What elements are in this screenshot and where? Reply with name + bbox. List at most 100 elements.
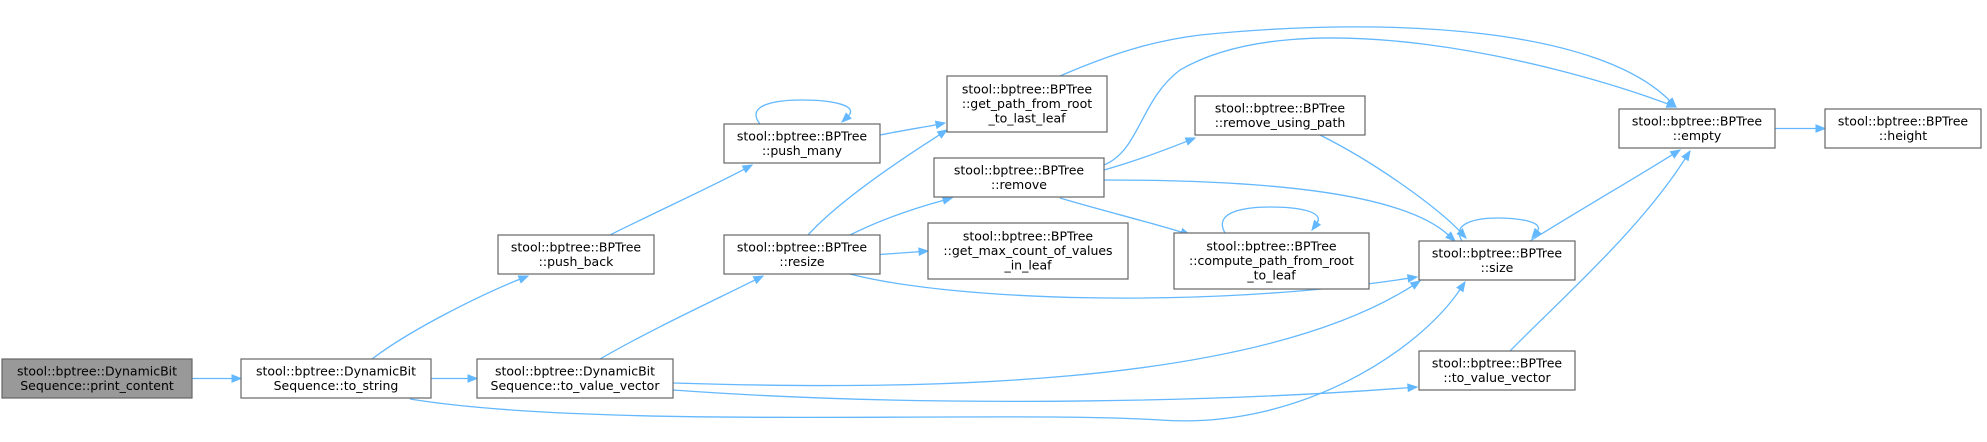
arrow-head-icon xyxy=(231,374,243,383)
node-box xyxy=(1418,240,1576,281)
arrow-head-icon xyxy=(467,374,479,383)
arrow-head-icon xyxy=(941,196,954,205)
node-box xyxy=(1,358,193,399)
node-box xyxy=(1618,108,1776,149)
node-label-line: stool::bptree::BPTree xyxy=(1432,355,1563,370)
node-push-many[interactable]: stool::bptree::BPTree::push_many xyxy=(723,123,881,164)
node-box xyxy=(497,234,655,275)
node-label-line: stool::bptree::BPTree xyxy=(954,162,1085,177)
node-label-line: ::push_many xyxy=(762,143,843,158)
node-label-line: stool::bptree::BPTree xyxy=(737,239,868,254)
node-to-value-vector-dbs[interactable]: stool::bptree::DynamicBitSequence::to_va… xyxy=(476,358,674,399)
edge-line xyxy=(1103,179,1450,237)
node-label-line: stool::bptree::BPTree xyxy=(511,239,642,254)
node-box xyxy=(240,358,432,399)
edge-remove-to-size xyxy=(1103,179,1456,242)
node-height[interactable]: stool::bptree::BPTree::height xyxy=(1824,108,1982,149)
edge-line xyxy=(371,278,521,360)
edge-empty-to-height xyxy=(1775,124,1827,133)
edge-size-to-size xyxy=(1458,217,1542,242)
node-label-line: ::remove_using_path xyxy=(1215,115,1346,130)
node-label-line: ::push_back xyxy=(539,254,614,269)
arrow-head-icon xyxy=(1311,219,1322,232)
edge-line xyxy=(672,386,1410,403)
edge-line xyxy=(1059,26,1671,102)
edge-remove_using_path-to-size xyxy=(1319,134,1467,239)
edge-to_string-to-to_value_vector_dbs xyxy=(431,374,479,383)
node-resize[interactable]: stool::bptree::BPTree::resize xyxy=(723,234,881,275)
arrow-head-icon xyxy=(1407,383,1419,393)
node-box xyxy=(933,157,1105,198)
arrow-head-icon xyxy=(1681,149,1691,162)
arrow-head-icon xyxy=(1184,137,1197,146)
node-print-content[interactable]: stool::bptree::DynamicBitSequence::print… xyxy=(1,358,193,399)
node-remove-using-path[interactable]: stool::bptree::BPTree::remove_using_path xyxy=(1194,95,1366,136)
node-label-line: _to_last_leaf xyxy=(987,111,1066,126)
node-label-line: stool::bptree::BPTree xyxy=(1432,245,1563,260)
node-to-string[interactable]: stool::bptree::DynamicBitSequence::to_st… xyxy=(240,358,432,399)
arrow-head-icon xyxy=(1445,231,1456,242)
edge-push_many-to-push_many xyxy=(755,99,852,125)
node-label-line: stool::bptree::BPTree xyxy=(963,229,1094,244)
node-remove[interactable]: stool::bptree::BPTree::remove xyxy=(933,157,1105,198)
node-label-line: stool::bptree::BPTree xyxy=(737,128,868,143)
node-label-line: Sequence::to_value_vector xyxy=(491,378,661,393)
edge-to_value_vector_dbs-to-size xyxy=(672,280,1422,387)
edge-line xyxy=(599,279,757,360)
edge-line xyxy=(879,250,921,256)
edge-line xyxy=(1529,153,1674,242)
node-label-line: stool::bptree::BPTree xyxy=(1206,239,1337,254)
arrow-head-icon xyxy=(1456,280,1466,293)
edge-line xyxy=(409,288,1462,422)
edge-line xyxy=(879,123,938,136)
edge-remove-to-remove_using_path xyxy=(1103,137,1197,171)
arrow-head-icon xyxy=(918,247,930,256)
node-to-value-vector-bpt[interactable]: stool::bptree::BPTree::to_value_vector xyxy=(1418,350,1576,391)
edge-line xyxy=(807,133,941,236)
arrow-head-icon xyxy=(752,275,765,285)
edge-line xyxy=(1059,197,1183,234)
edge-to_string-to-size xyxy=(409,280,1466,422)
edge-to_value_vector_bpt-to-empty xyxy=(1509,149,1691,352)
node-label-line: ::compute_path_from_root xyxy=(1189,253,1354,268)
node-box xyxy=(946,75,1108,133)
node-box xyxy=(723,123,881,164)
node-label-line: stool::bptree::BPTree xyxy=(962,82,1093,97)
arrow-head-icon xyxy=(936,129,949,139)
node-compute-path-leaf[interactable]: stool::bptree::BPTree::compute_path_from… xyxy=(1173,232,1370,290)
node-get-max-count[interactable]: stool::bptree::BPTree::get_max_count_of_… xyxy=(927,222,1129,280)
arrow-head-icon xyxy=(1815,124,1827,133)
arrow-head-icon xyxy=(1409,280,1422,290)
node-box xyxy=(476,358,674,399)
edge-to_string-to-push_back xyxy=(371,275,530,360)
node-box xyxy=(1824,108,1982,149)
arrow-head-icon xyxy=(517,275,530,284)
node-push-back[interactable]: stool::bptree::BPTree::push_back xyxy=(497,234,655,275)
node-label-line: ::resize xyxy=(779,254,825,269)
edge-resize-to-get_max_count xyxy=(879,247,930,256)
node-label-line: ::remove xyxy=(991,177,1047,192)
node-size[interactable]: stool::bptree::BPTree::size xyxy=(1418,240,1576,281)
edge-line xyxy=(609,168,746,236)
node-label-line: stool::bptree::DynamicBit xyxy=(495,363,655,378)
edge-line xyxy=(1458,217,1540,242)
arrow-head-icon xyxy=(934,120,947,130)
edge-line xyxy=(1103,37,1669,166)
node-box xyxy=(1194,95,1366,136)
node-box xyxy=(1173,232,1370,290)
node-get-path-last-leaf[interactable]: stool::bptree::BPTree::get_path_from_roo… xyxy=(946,75,1108,133)
node-label-line: _to_leaf xyxy=(1246,268,1296,283)
node-box xyxy=(723,234,881,275)
edge-size-to-empty xyxy=(1529,149,1682,242)
edge-line xyxy=(755,99,852,125)
node-label-line: ::get_max_count_of_values xyxy=(943,243,1112,258)
node-label-line: stool::bptree::BPTree xyxy=(1632,113,1763,128)
arrow-head-icon xyxy=(1531,227,1542,240)
arrow-head-icon xyxy=(1669,149,1682,159)
node-label-line: Sequence::print_content xyxy=(20,378,174,393)
arrow-head-icon xyxy=(1665,99,1678,108)
arrow-head-icon xyxy=(741,164,754,174)
node-empty[interactable]: stool::bptree::BPTree::empty xyxy=(1618,108,1776,149)
